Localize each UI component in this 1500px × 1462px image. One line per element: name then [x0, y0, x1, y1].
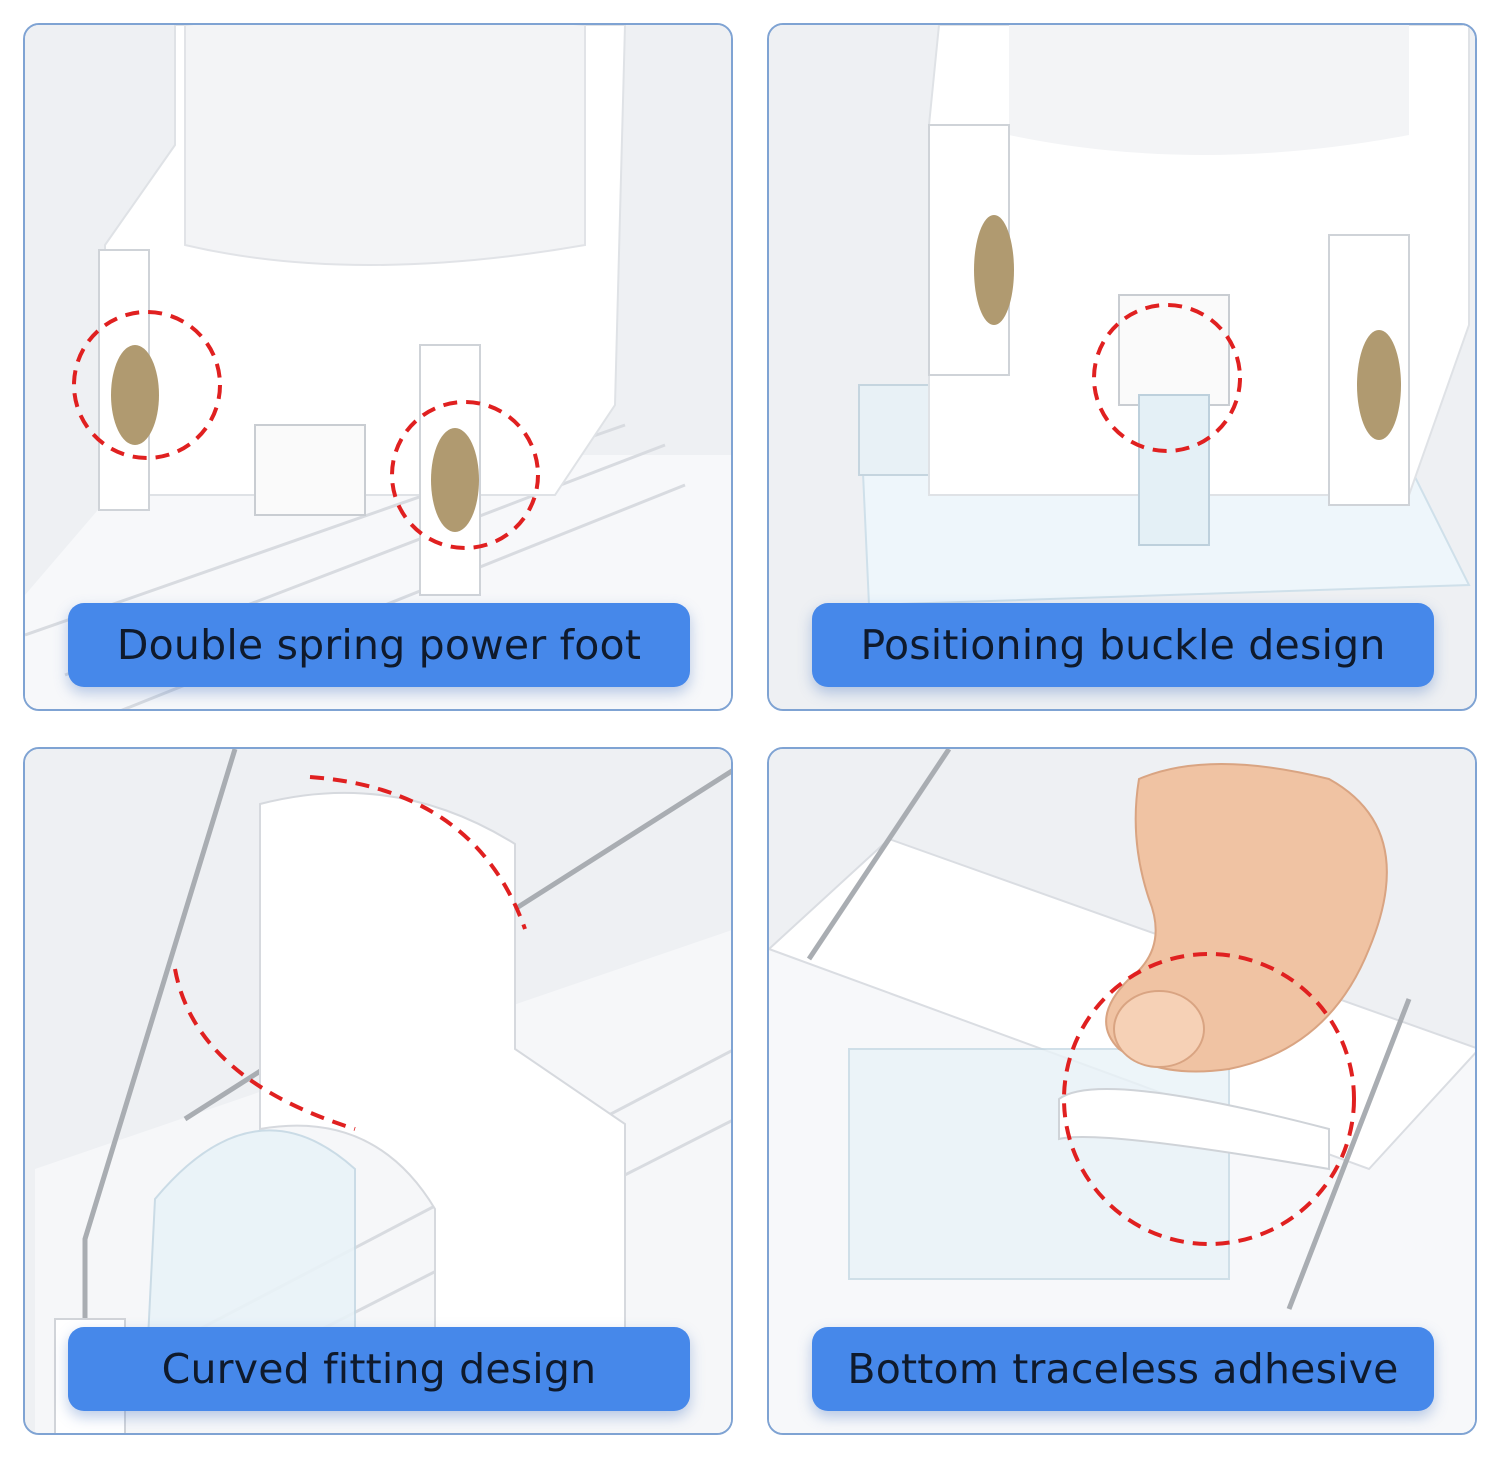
caption-badge: Positioning buckle design: [812, 603, 1434, 687]
caption-badge: Double spring power foot: [68, 603, 690, 687]
caption-text: Double spring power foot: [116, 621, 642, 669]
caption-text: Curved fitting design: [161, 1345, 597, 1393]
feature-panel-traceless-adhesive: Bottom traceless adhesive: [767, 747, 1477, 1435]
product-photo-buckle: [769, 25, 1475, 709]
feature-panel-double-spring: Double spring power foot: [23, 23, 733, 711]
feature-panel-positioning-buckle: Positioning buckle design: [767, 23, 1477, 711]
brass-roller-icon: [111, 345, 159, 445]
caption-badge: Curved fitting design: [68, 1327, 690, 1411]
steel-wire-frame-icon: [82, 749, 238, 1349]
caption-text: Bottom traceless adhesive: [847, 1345, 1399, 1393]
product-photo-adhesive: [769, 749, 1475, 1433]
red-dashed-highlight-circle-icon: [72, 310, 222, 460]
caption-badge: Bottom traceless adhesive: [812, 1327, 1434, 1411]
caption-text: Positioning buckle design: [860, 621, 1386, 669]
feature-panel-curved-fitting: Curved fitting design: [23, 747, 733, 1435]
